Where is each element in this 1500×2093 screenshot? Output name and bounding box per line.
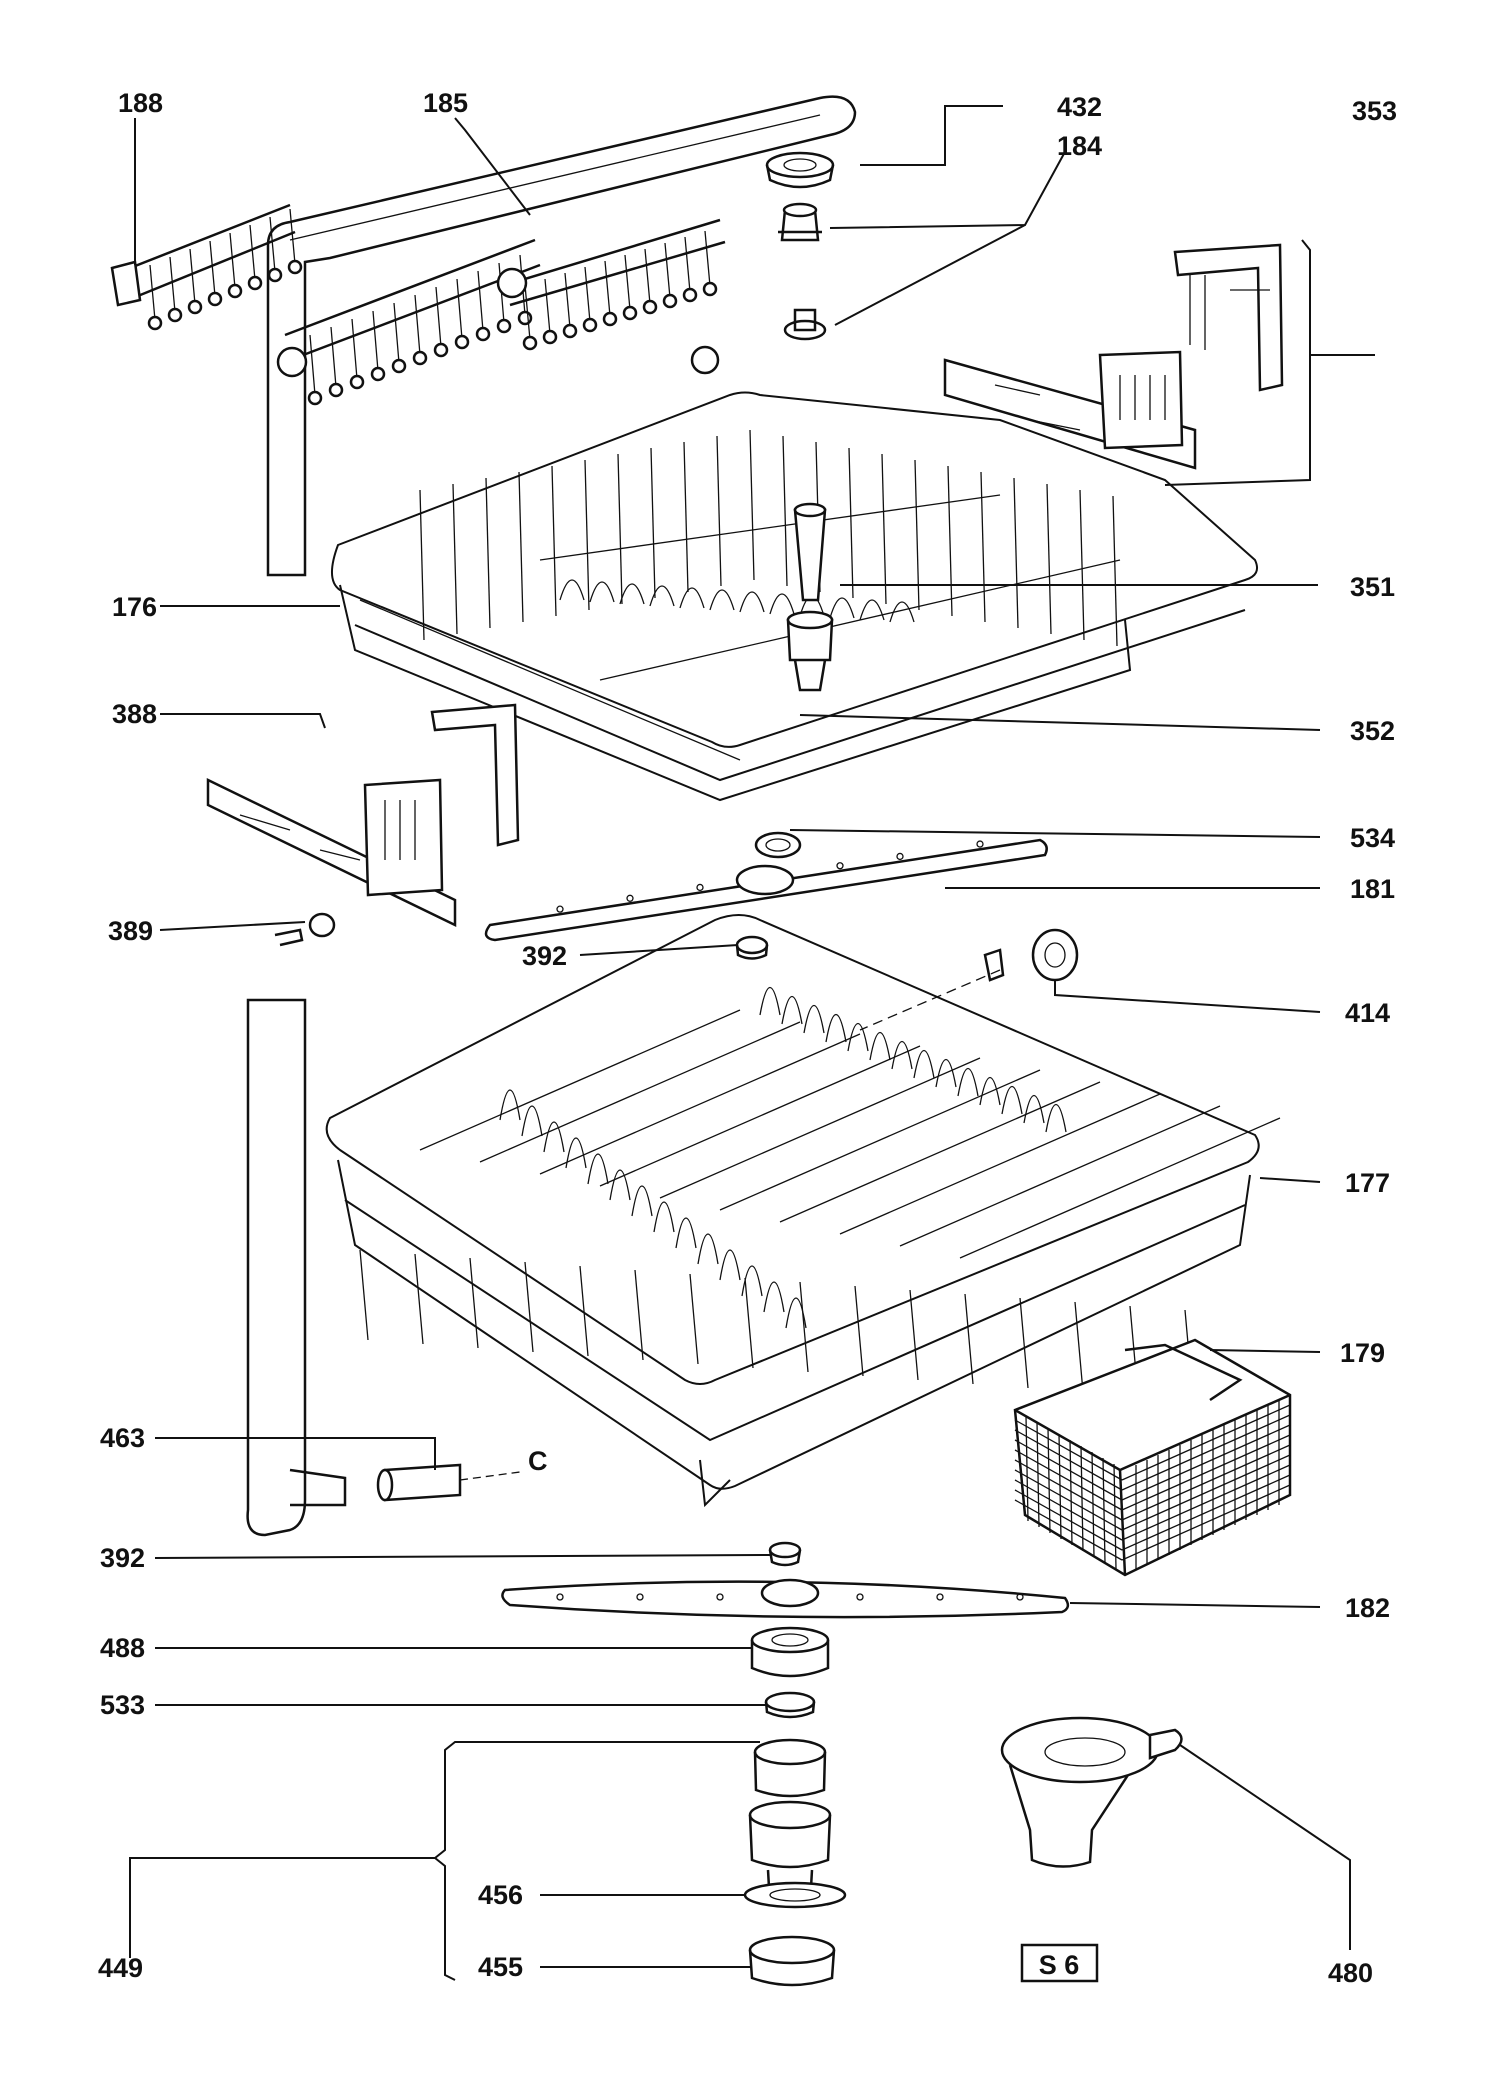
leader-lines bbox=[129, 105, 1375, 1981]
extra-marker-c: C bbox=[528, 1446, 548, 1476]
seal-534 bbox=[754, 831, 802, 859]
callout-labels: 188 185 432 184 353 176 351 388 352 534 … bbox=[98, 88, 1397, 1988]
callout-534: 534 bbox=[1350, 823, 1395, 853]
rack-wheel-414 bbox=[859, 928, 1079, 1031]
upper-basket bbox=[331, 391, 1258, 802]
callout-449: 449 bbox=[98, 1953, 143, 1983]
callout-533: 533 bbox=[100, 1690, 145, 1720]
salt-funnel bbox=[1000, 1716, 1183, 1868]
callout-188: 188 bbox=[118, 88, 163, 118]
upper-spray-arm bbox=[484, 838, 1048, 942]
callout-388: 388 bbox=[112, 699, 157, 729]
callout-353: 353 bbox=[1352, 96, 1397, 126]
callout-352: 352 bbox=[1350, 716, 1395, 746]
cup-rack-left bbox=[110, 203, 541, 406]
callout-463: 463 bbox=[100, 1423, 145, 1453]
callout-455: 455 bbox=[478, 1952, 523, 1982]
rack-slide-rail-upper-right bbox=[943, 243, 1284, 470]
spray-arm-hub-488 bbox=[750, 1626, 830, 1678]
callout-414: 414 bbox=[1345, 998, 1390, 1028]
callout-392-upper: 392 bbox=[522, 941, 567, 971]
upper-spray-arm-tube bbox=[786, 502, 834, 692]
callout-184: 184 bbox=[1057, 131, 1102, 161]
callout-176: 176 bbox=[112, 592, 157, 622]
callout-389: 389 bbox=[108, 916, 153, 946]
feed-tube-lower bbox=[246, 998, 521, 1537]
lower-basket bbox=[325, 914, 1281, 1508]
callout-181: 181 bbox=[1350, 874, 1395, 904]
callout-480: 480 bbox=[1328, 1958, 1373, 1988]
feed-tube-upper bbox=[266, 95, 857, 577]
lower-spray-arm bbox=[501, 1578, 1070, 1619]
callout-179: 179 bbox=[1340, 1338, 1385, 1368]
rack-slide-rail-left bbox=[206, 703, 520, 947]
sheet-code: S 6 bbox=[1039, 1950, 1080, 1980]
cup-rack-right bbox=[496, 218, 726, 375]
callout-456: 456 bbox=[478, 1880, 523, 1910]
spray-arm-nut-lower bbox=[768, 1541, 802, 1567]
callout-432: 432 bbox=[1057, 92, 1102, 122]
callout-488: 488 bbox=[100, 1633, 145, 1663]
sheet-code-box: S 6 bbox=[1020, 1943, 1099, 1983]
spray-arm-nut-upper bbox=[735, 935, 769, 960]
upper-spray-nozzle-assembly bbox=[765, 151, 835, 341]
callout-185: 185 bbox=[423, 88, 468, 118]
callout-392-lower: 392 bbox=[100, 1543, 145, 1573]
sump-assembly bbox=[743, 1738, 847, 1987]
callout-351: 351 bbox=[1350, 572, 1395, 602]
seal-533 bbox=[764, 1691, 816, 1719]
callout-182: 182 bbox=[1345, 1593, 1390, 1623]
callout-177: 177 bbox=[1345, 1168, 1390, 1198]
cutlery-basket bbox=[1013, 1338, 1292, 1577]
